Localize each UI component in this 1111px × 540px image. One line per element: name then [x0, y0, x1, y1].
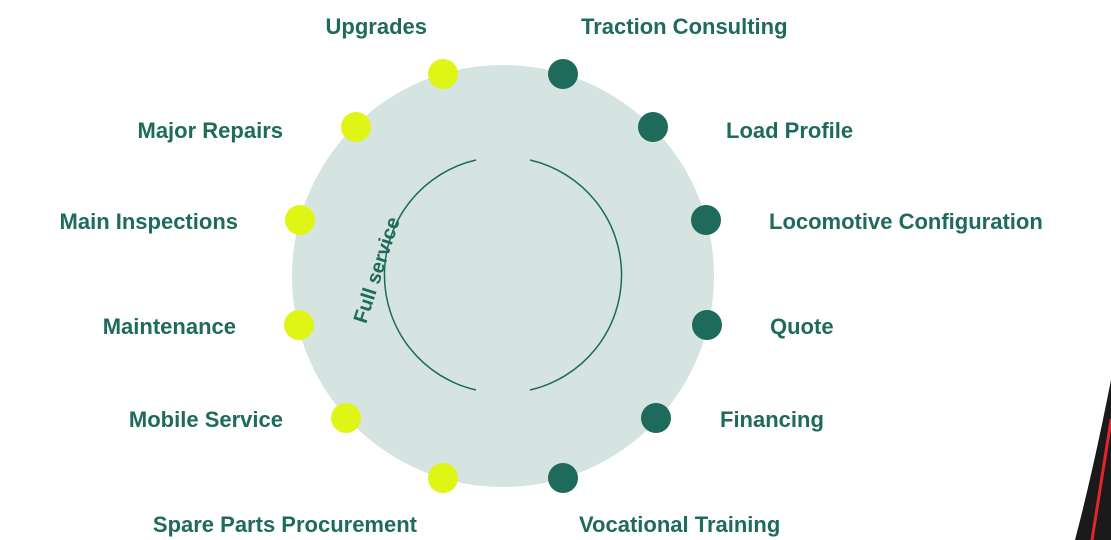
service-label-locomotive-configuration: Locomotive Configuration [769, 209, 1043, 234]
inner-arc-right [529, 159, 623, 391]
service-dot-maintenance [284, 310, 314, 340]
service-label-vocational-training: Vocational Training [579, 512, 781, 537]
swoosh-red-stripe [1090, 418, 1111, 540]
service-label-upgrades: Upgrades [325, 14, 427, 39]
service-dot-load-profile [638, 112, 668, 142]
service-dot-locomotive-configuration [691, 205, 721, 235]
service-dot-financing [641, 403, 671, 433]
service-label-traction-consulting: Traction Consulting [581, 14, 788, 39]
service-dot-vocational-training [548, 463, 578, 493]
service-dot-traction-consulting [548, 59, 578, 89]
service-label-financing: Financing [720, 407, 824, 432]
service-label-maintenance: Maintenance [102, 314, 236, 339]
service-dot-spare-parts-procurement [428, 463, 458, 493]
service-dot-main-inspections [285, 205, 315, 235]
inner-arc-left [383, 159, 477, 391]
service-label-load-profile: Load Profile [726, 118, 854, 143]
service-label-mobile-service: Mobile Service [128, 407, 283, 432]
service-label-main-inspections: Main Inspections [59, 209, 238, 234]
service-label-major-repairs: Major Repairs [137, 118, 284, 143]
service-dot-quote [692, 310, 722, 340]
right-service-dots [548, 59, 722, 493]
left-service-dots [284, 59, 458, 493]
corner-swoosh-graphic [1075, 380, 1111, 540]
service-label-quote: Quote [770, 314, 834, 339]
service-label-spare-parts-procurement: Spare Parts Procurement [152, 512, 417, 537]
swoosh-dark-shape [1075, 380, 1111, 540]
service-dot-mobile-service [331, 403, 361, 433]
service-dot-upgrades [428, 59, 458, 89]
service-dot-major-repairs [341, 112, 371, 142]
service-circle [292, 65, 714, 487]
